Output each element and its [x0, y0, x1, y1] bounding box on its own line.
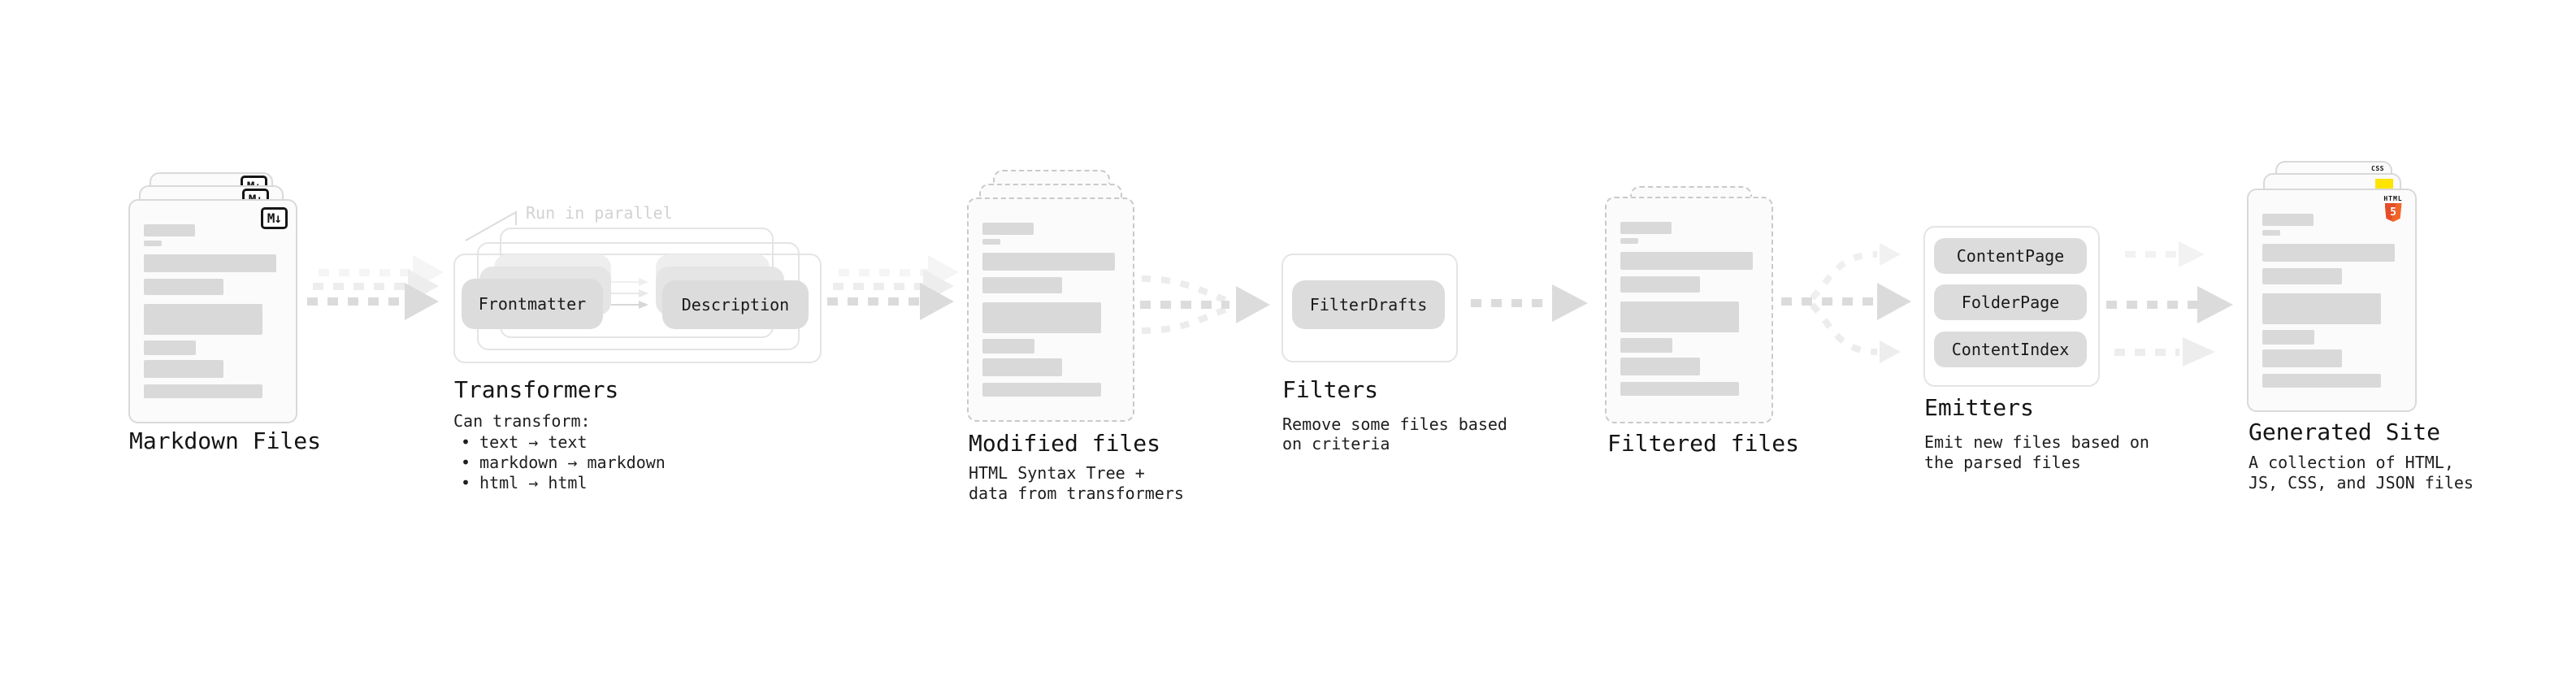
content-placeholder-bar	[2262, 349, 2342, 367]
content-placeholder-bar	[2262, 293, 2381, 324]
stage-label-filters: Filters	[1282, 376, 1379, 403]
transform-bullet: • markdown → markdown	[461, 453, 666, 472]
content-placeholder-bar	[1620, 338, 1672, 353]
content-placeholder-bar	[982, 383, 1101, 397]
stage-label-emitters: Emitters	[1924, 394, 2034, 421]
file-content-placeholder	[2262, 214, 2415, 410]
content-placeholder-bar	[982, 302, 1101, 333]
modified-files-note: HTML Syntax Tree + data from transformer…	[969, 463, 1184, 503]
contentpage-pill: ContentPage	[1934, 238, 2087, 274]
parallel-arrows-icon	[611, 278, 648, 309]
stage-label-transformers: Transformers	[454, 376, 619, 403]
run-in-parallel-annotation: Run in parallel	[526, 203, 673, 223]
content-placeholder-bar	[1620, 252, 1753, 270]
transformers-note-title: Can transform:	[453, 411, 591, 431]
content-placeholder-bar	[982, 239, 1000, 245]
arrow-modified-to-filters	[1140, 275, 1270, 334]
html5-icon: HTML 5	[2383, 195, 2403, 222]
content-placeholder-bar	[2262, 330, 2314, 345]
content-placeholder-bar	[144, 224, 195, 236]
description-pill: Description	[662, 280, 809, 329]
site-file-card-front: HTML 5	[2247, 189, 2417, 412]
bullet-text: text → text	[479, 432, 588, 452]
filtered-file-card-front	[1605, 197, 1773, 423]
contentindex-pill: ContentIndex	[1934, 332, 2087, 367]
stage-label-generated-site: Generated Site	[2249, 419, 2441, 445]
file-content-placeholder	[144, 224, 296, 422]
filterdrafts-pill: FilterDrafts	[1292, 280, 1445, 329]
annotation-leader-line	[465, 210, 517, 241]
folderpage-pill: FolderPage	[1934, 284, 2087, 320]
content-placeholder-bar	[2262, 244, 2395, 262]
content-placeholder-bar	[144, 254, 276, 272]
content-placeholder-bar	[144, 241, 162, 246]
transform-bullet: • html → html	[461, 473, 588, 492]
content-placeholder-bar	[1620, 276, 1700, 293]
content-placeholder-bar	[982, 277, 1062, 293]
content-placeholder-bar	[2262, 214, 2314, 226]
content-placeholder-bar	[2262, 374, 2381, 388]
content-placeholder-bar	[982, 223, 1034, 235]
content-placeholder-bar	[144, 384, 262, 398]
bullet-icon: •	[461, 432, 471, 452]
bullet-icon: •	[461, 453, 471, 472]
html5-number: 5	[2390, 206, 2396, 219]
js-icon	[2375, 179, 2393, 189]
html5-badge-text: HTML	[2383, 195, 2403, 202]
bullet-text: html → html	[479, 473, 588, 492]
content-placeholder-bar	[982, 358, 1062, 376]
content-placeholder-bar	[144, 360, 223, 378]
markdown-file-card-front: M↓	[128, 199, 297, 423]
bullet-text: markdown → markdown	[479, 453, 666, 472]
transform-bullet: • text → text	[461, 432, 588, 452]
emitters-note: Emit new files based on the parsed files	[1924, 432, 2149, 472]
content-placeholder-bar	[144, 340, 196, 355]
arrow-filtered-to-emitters	[1781, 243, 1911, 363]
modified-file-card-front	[967, 197, 1134, 422]
stage-label-modified-files: Modified files	[969, 430, 1161, 457]
transformer-box-front	[453, 254, 822, 363]
content-placeholder-bar	[1620, 382, 1739, 396]
content-placeholder-bar	[982, 339, 1034, 354]
css-badge-text: CSS	[2371, 165, 2384, 172]
html5-shield: 5	[2384, 203, 2402, 222]
markdown-icon: M↓	[260, 207, 288, 229]
content-placeholder-bar	[982, 253, 1115, 271]
content-placeholder-bar	[1620, 301, 1739, 332]
content-placeholder-bar	[2262, 230, 2280, 236]
content-placeholder-bar	[144, 304, 262, 335]
stage-label-filtered-files: Filtered files	[1607, 430, 1800, 457]
content-placeholder-bar	[2262, 268, 2342, 284]
content-placeholder-bar	[1620, 358, 1700, 375]
content-placeholder-bar	[1620, 238, 1638, 244]
file-content-placeholder	[982, 223, 1133, 420]
frontmatter-pill: Frontmatter	[462, 279, 603, 329]
content-placeholder-bar	[144, 279, 223, 295]
file-content-placeholder	[1620, 222, 1772, 422]
stage-label-markdown-files: Markdown Files	[129, 427, 322, 454]
bullet-icon: •	[461, 473, 471, 492]
generated-site-note: A collection of HTML, JS, CSS, and JSON …	[2249, 453, 2474, 492]
content-placeholder-bar	[1620, 222, 1672, 234]
filters-note: Remove some files based on criteria	[1282, 414, 1507, 453]
